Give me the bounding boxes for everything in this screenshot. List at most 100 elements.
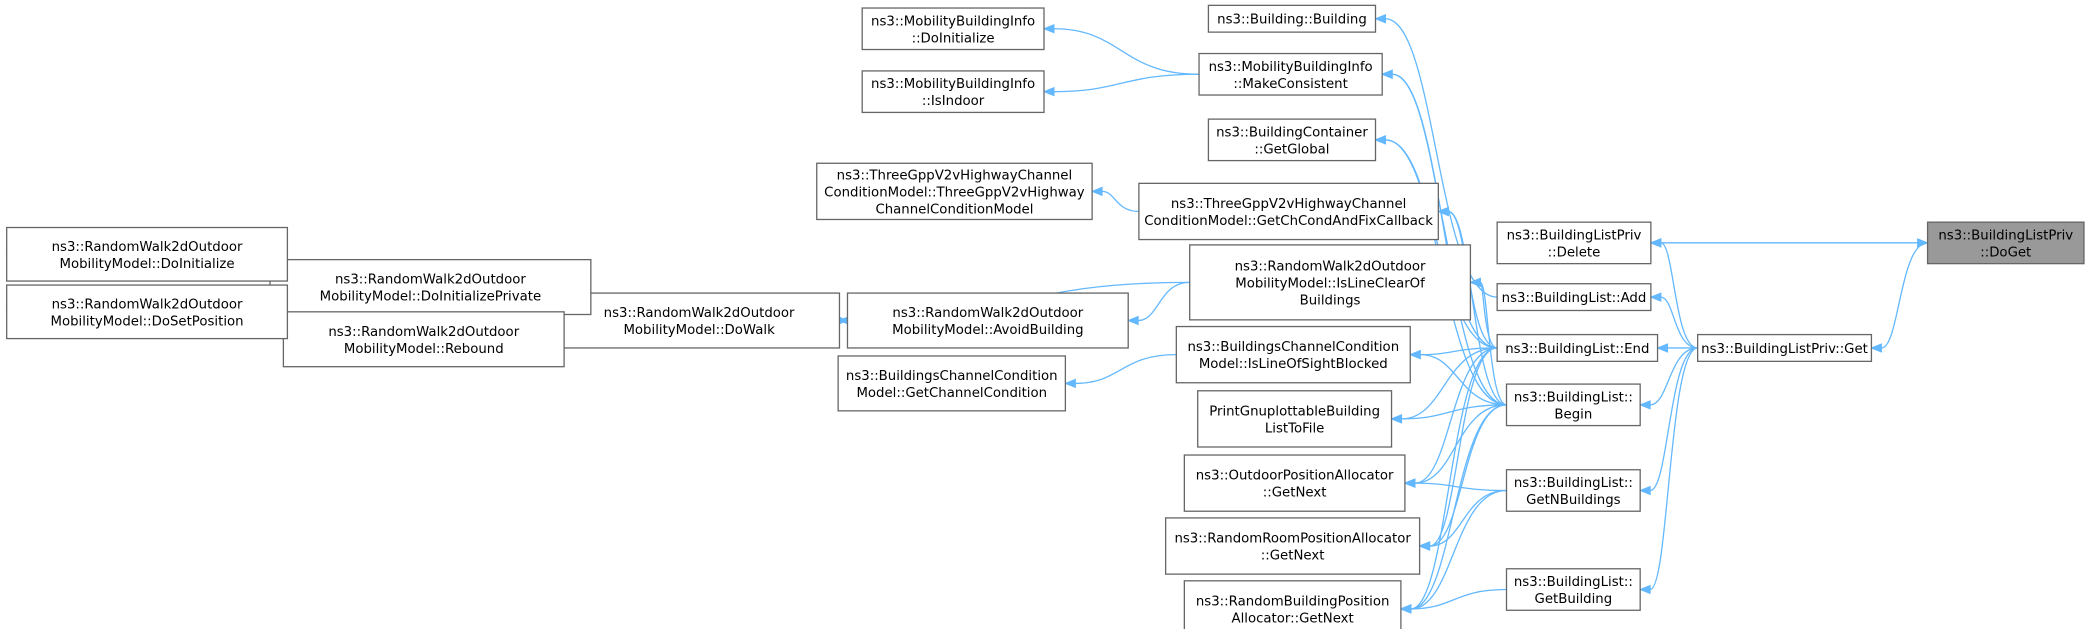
node-box (1189, 244, 1472, 321)
node-label: ::GetNext (1263, 486, 1327, 501)
call-edge (1649, 347, 1698, 591)
node-bc-global[interactable]: ns3::BuildingContainer::GetGlobal (1207, 118, 1377, 162)
node-box (816, 162, 1093, 221)
node-box (1207, 4, 1377, 33)
node-label: MobilityModel::AvoidBuilding (892, 323, 1084, 338)
node-label: ns3::ThreeGppV2vHighwayChannel (837, 168, 1073, 183)
node-mbi-indoor[interactable]: ns3::MobilityBuildingInfo::IsIndoor (861, 70, 1045, 114)
edge-arrowhead (1126, 315, 1139, 326)
call-edge (1649, 347, 1698, 492)
edge-arrowhead (1090, 186, 1103, 197)
node-box (1183, 454, 1406, 512)
edge-arrowhead (1042, 86, 1055, 97)
node-label: ns3::RandomRoomPositionAllocator (1174, 532, 1411, 547)
node-label: Allocator::GetNext (1231, 611, 1353, 626)
node-mbi-init[interactable]: ns3::MobilityBuildingInfo::DoInitialize (861, 7, 1045, 51)
node-label: ConditionModel::GetChCondAndFixCallback (1144, 214, 1433, 229)
edge-arrowhead (1390, 414, 1403, 424)
node-rw-dowalk[interactable]: ns3::RandomWalk2dOutdoorMobilityModel::D… (558, 292, 841, 349)
node-opa-next[interactable]: ns3::OutdoorPositionAllocator::GetNext (1183, 454, 1406, 512)
node-box (1505, 383, 1641, 427)
node-box (282, 311, 565, 368)
node-label: MobilityModel::DoWalk (623, 323, 775, 338)
node-label: ns3::BuildingList::Add (1502, 291, 1647, 306)
node-rw-doinit[interactable]: ns3::RandomWalk2dOutdoorMobilityModel::D… (6, 226, 289, 282)
node-label: ns3::BuildingsChannelCondition (846, 369, 1058, 384)
node-begin[interactable]: ns3::BuildingList::Begin (1505, 383, 1641, 427)
call-edge (1138, 281, 1190, 322)
node-box (1197, 390, 1393, 448)
node-label: MobilityModel::DoInitializePrivate (320, 290, 541, 305)
edge-arrowhead (1064, 378, 1076, 389)
node-label: ns3::ThreeGppV2vHighwayChannel (1171, 197, 1407, 212)
call-edge (1660, 296, 1698, 349)
node-label: MobilityModel::IsLineClearOf (1235, 276, 1425, 291)
node-label: MobilityModel::DoInitialize (59, 257, 234, 272)
node-box (1138, 182, 1439, 241)
call-edge (1448, 210, 1507, 406)
node-getn[interactable]: ns3::BuildingList::GetNBuildings (1505, 469, 1641, 512)
node-doget[interactable]: ns3::BuildingListPriv::DoGet (1926, 221, 2085, 265)
node-label: ::GetGlobal (1254, 142, 1329, 157)
edge-arrowhead (1418, 541, 1431, 551)
call-edge (1102, 190, 1139, 213)
node-end[interactable]: ns3::BuildingList::End (1496, 333, 1659, 362)
call-edge (1881, 242, 1928, 349)
node-box (1496, 221, 1652, 265)
node-rbpa-next[interactable]: ns3::RandomBuildingPositionAllocator::Ge… (1183, 580, 1402, 629)
node-label: ns3::Building::Building (1217, 13, 1367, 28)
node-get[interactable]: ns3::BuildingListPriv::Get (1697, 333, 1873, 362)
node-mbi-make[interactable]: ns3::MobilityBuildingInfo::MakeConsisten… (1198, 52, 1383, 96)
node-box (1207, 118, 1377, 162)
call-edge (1410, 347, 1498, 610)
node-rw-dosetpos[interactable]: ns3::RandomWalk2dOutdoorMobilityModel::D… (6, 284, 289, 340)
call-edge (1410, 588, 1507, 610)
call-edge (1414, 482, 1507, 492)
node-bcc-getcc[interactable]: ns3::BuildingsChannelConditionModel::Get… (837, 355, 1067, 412)
edge-arrowhead (1870, 343, 1882, 353)
call-edge (1410, 489, 1507, 610)
node-bcc-los[interactable]: ns3::BuildingsChannelConditionModel::IsL… (1175, 325, 1411, 384)
node-label: ns3::BuildingList:: (1514, 476, 1633, 491)
node-label: ns3::BuildingContainer (1216, 125, 1368, 140)
node-delete[interactable]: ns3::BuildingListPriv::Delete (1496, 221, 1652, 265)
node-box (1198, 52, 1383, 96)
node-label: Begin (1554, 407, 1592, 422)
node-add[interactable]: ns3::BuildingList::Add (1496, 283, 1652, 312)
node-rw-rebound[interactable]: ns3::RandomWalk2dOutdoorMobilityModel::R… (282, 311, 565, 368)
node-box (861, 70, 1045, 114)
node-label: GetNBuildings (1526, 493, 1621, 508)
node-getbuilding[interactable]: ns3::BuildingList::GetBuilding (1505, 568, 1641, 611)
node-label: Buildings (1300, 293, 1361, 308)
node-label: ns3::RandomWalk2dOutdoor (1235, 259, 1426, 274)
node-box (1926, 221, 2085, 265)
node-box (1697, 333, 1873, 362)
node-rw-clear[interactable]: ns3::RandomWalk2dOutdoorMobilityModel::I… (1189, 244, 1472, 321)
node-label: PrintGnuplottableBuilding (1209, 404, 1380, 419)
node-label: ns3::RandomWalk2dOutdoor (52, 240, 243, 255)
node-rw-dip[interactable]: ns3::RandomWalk2dOutdoorMobilityModel::D… (269, 258, 592, 316)
call-edge (1660, 242, 1698, 349)
node-box (1505, 568, 1641, 611)
node-tgpp-getch[interactable]: ns3::ThreeGppV2vHighwayChannelConditionM… (1138, 182, 1439, 241)
node-label: ns3::BuildingList:: (1514, 390, 1633, 405)
call-edge (1075, 353, 1177, 385)
node-label: Model::GetChannelCondition (856, 386, 1047, 401)
node-rw-avoid[interactable]: ns3::RandomWalk2dOutdoorMobilityModel::A… (846, 292, 1129, 349)
node-label: ns3::RandomWalk2dOutdoor (335, 273, 526, 288)
node-box (1496, 283, 1652, 312)
call-edge (1401, 404, 1507, 420)
node-label: ::MakeConsistent (1233, 77, 1347, 92)
node-label: GetBuilding (1535, 592, 1613, 607)
node-rrpa-next[interactable]: ns3::RandomRoomPositionAllocator::GetNex… (1164, 517, 1421, 575)
edge-arrowhead (1408, 349, 1421, 360)
node-label: ns3::RandomBuildingPosition (1196, 594, 1390, 609)
node-tgpp-ctor[interactable]: ns3::ThreeGppV2vHighwayChannelConditionM… (816, 162, 1093, 221)
node-box (1496, 333, 1659, 362)
node-building[interactable]: ns3::Building::Building (1207, 4, 1377, 33)
edge-arrowhead (1403, 478, 1416, 488)
edge-arrowhead (1436, 206, 1449, 217)
node-label: ns3::RandomWalk2dOutdoor (604, 306, 795, 321)
call-edge (1420, 353, 1507, 406)
